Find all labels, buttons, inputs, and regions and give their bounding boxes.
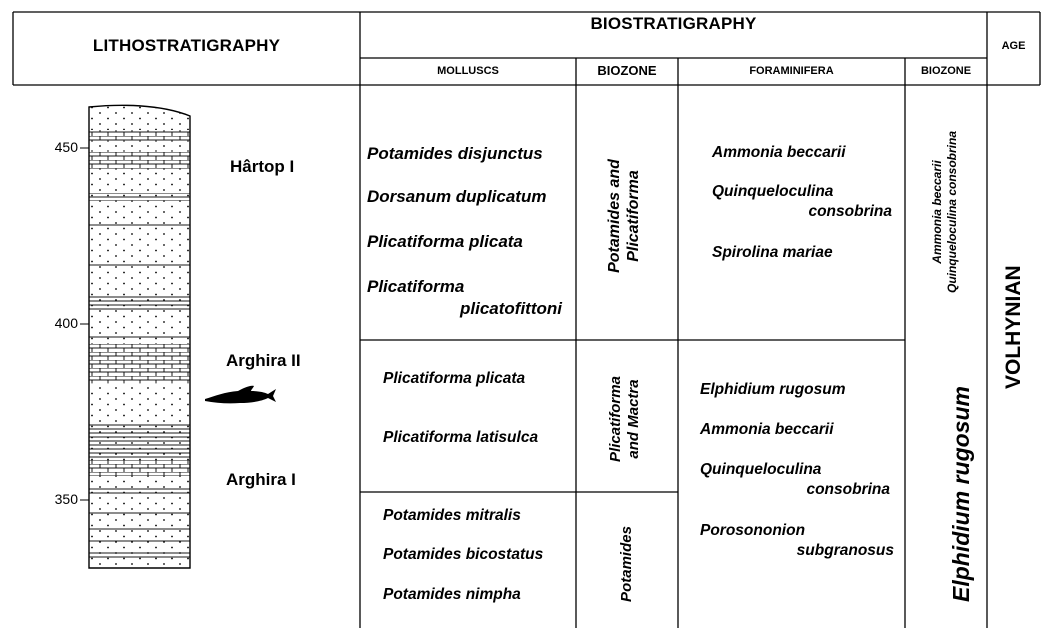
foram-biozone-header: BIOZONE	[920, 65, 972, 77]
unit-label-arghira2: Arghira II	[226, 351, 301, 370]
mollusc-upper-species-4: Plicatiforma plicatofittoni	[367, 276, 562, 320]
mollusc-biozone-upper: Potamides and Plicatiforma	[605, 116, 649, 316]
mollusc-biozone-header: BIOZONE	[597, 63, 657, 78]
mollusc-upper-species-2: Dorsanum duplicatum	[367, 187, 547, 206]
foram-upper-species-2-line2: consobrina	[808, 203, 892, 220]
mollusc-biozone-middle-line1: Plicatiforma	[607, 376, 624, 462]
age-header: AGE	[1001, 40, 1026, 52]
foram-biozone-upper-line2: Quinqueloculina consobrina	[945, 131, 959, 294]
foram-lower-species-4-line1: Porosononion	[700, 522, 806, 539]
foram-upper-species-3: Spirolina mariae	[712, 244, 833, 261]
mollusc-upper-species-3: Plicatiforma plicata	[367, 232, 523, 251]
depth-tick-450: 450	[54, 139, 78, 155]
mollusc-lower-species-2: Potamides bicostatus	[383, 546, 544, 563]
foram-biozone-lower: Elphidium rugosum	[948, 386, 974, 602]
mollusc-upper-species-4-line1: Plicatiforma	[367, 277, 465, 296]
depth-tick-400: 400	[54, 315, 78, 331]
foram-upper-species-2: Quinqueloculina consobrina	[712, 182, 892, 222]
foram-lower-species-3-line2: consobrina	[806, 481, 890, 498]
foram-lower-species-3: Quinqueloculina consobrina	[700, 460, 890, 500]
foram-lower-species-2: Ammonia beccarii	[700, 421, 834, 438]
mollusc-biozone-middle-line2: and Mactra	[625, 379, 642, 459]
mollusc-lower-species-1: Potamides mitralis	[383, 507, 521, 524]
foram-upper-species-2-line1: Quinqueloculina	[712, 183, 834, 200]
mollusc-lower-species-3: Potamides nimpha	[383, 586, 521, 603]
foram-upper-species-1: Ammonia beccarii	[712, 144, 846, 161]
foram-biozone-upper: Ammonia beccarii Quinqueloculina consobr…	[930, 106, 962, 318]
foraminifera-header: FORAMINIFERA	[749, 65, 834, 77]
unit-label-hartop: Hârtop I	[230, 157, 295, 176]
foram-lower-species-3-line1: Quinqueloculina	[700, 461, 822, 478]
mollusc-middle-species-2: Plicatiforma latisulca	[383, 429, 539, 446]
mollusc-biozone-middle: Plicatiforma and Mactra	[607, 344, 647, 494]
foram-lower-species-1: Elphidium rugosum	[700, 381, 846, 398]
mollusc-biozone-upper-line1: Potamides and	[606, 159, 623, 273]
mollusc-upper-species-1: Potamides disjunctus	[367, 144, 543, 163]
lithostratigraphy-header: LITHOSTRATIGRAPHY	[92, 36, 281, 55]
foram-biozone-upper-line1: Ammonia beccarii	[930, 160, 944, 264]
mollusc-biozone-lower: Potamides	[618, 526, 635, 602]
dolphin-icon	[205, 385, 276, 404]
lithology-column	[80, 104, 276, 569]
foram-lower-species-4-line2: subgranosus	[796, 542, 894, 559]
depth-tick-350: 350	[54, 491, 78, 507]
mollusc-biozone-upper-line2: Plicatiforma	[625, 170, 642, 262]
biostratigraphy-header: BIOSTRATIGRAPHY	[590, 14, 757, 33]
unit-label-arghira1: Arghira I	[226, 470, 296, 489]
mollusc-upper-species-4-line2: plicatofittoni	[460, 299, 562, 318]
age-label: VOLHYNIAN	[1002, 265, 1025, 389]
mollusc-middle-species-1: Plicatiforma plicata	[383, 370, 526, 387]
foram-lower-species-4: Porosononion subgranosus	[700, 521, 894, 561]
molluscs-header: MOLLUSCS	[437, 65, 499, 77]
